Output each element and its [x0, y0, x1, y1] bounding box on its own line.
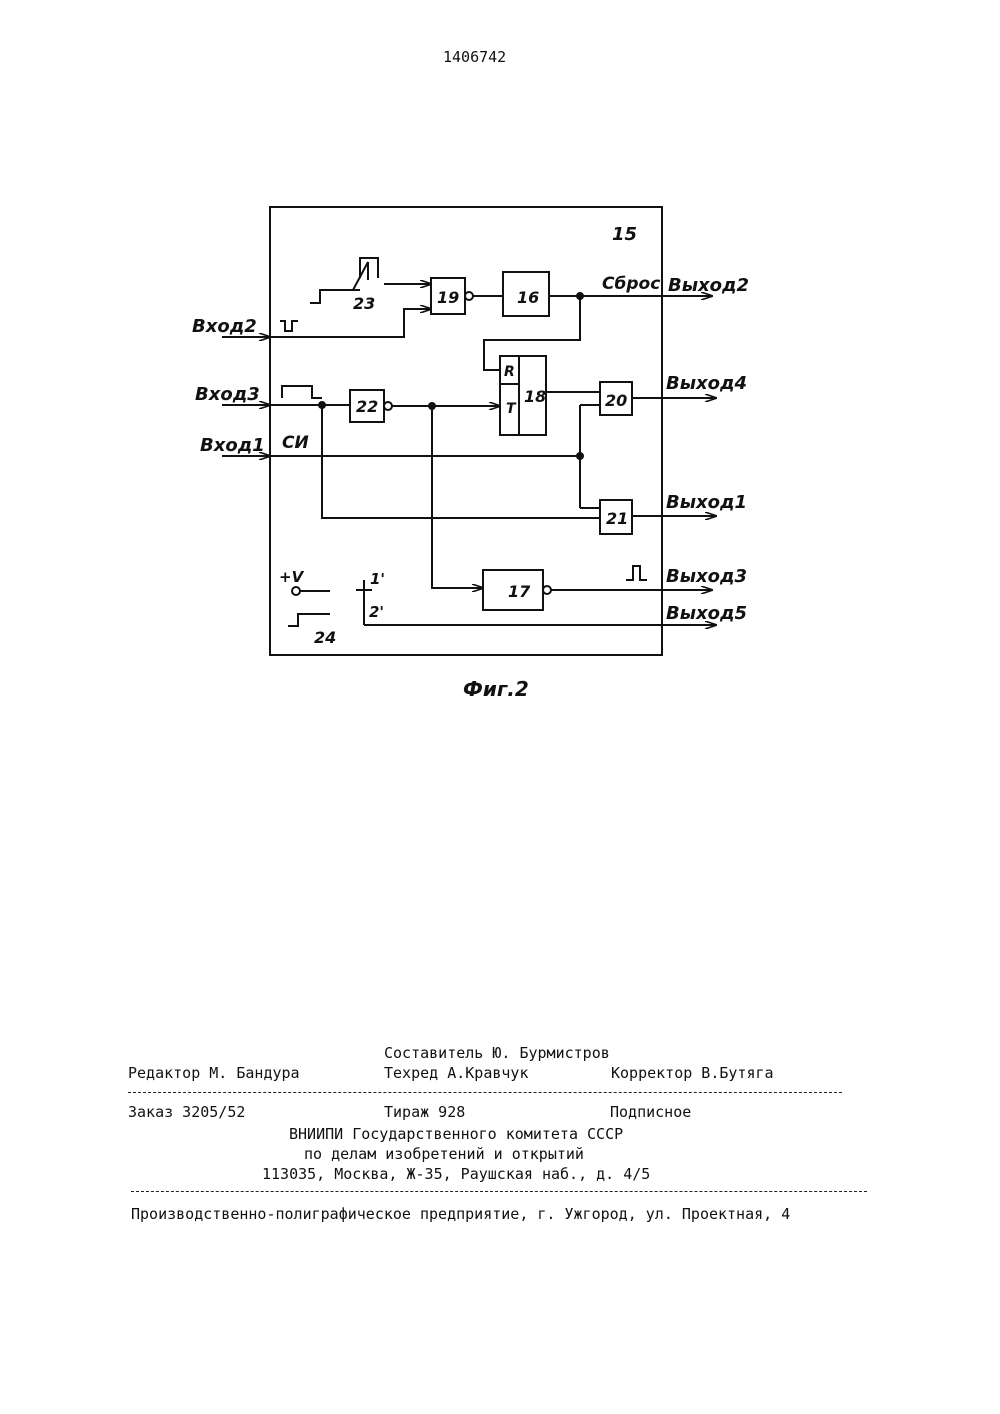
- inverter-17: [543, 586, 551, 594]
- editor-line: Редактор М. Бандура: [128, 1064, 300, 1082]
- output-3-label: Выход3: [666, 566, 747, 587]
- figure-caption: Фиг.2: [463, 677, 529, 701]
- input-2-label: Вход2: [192, 316, 257, 337]
- techred-line: Техред А.Кравчук: [384, 1064, 529, 1082]
- inverter-19: [465, 292, 473, 300]
- divider-bottom: [131, 1191, 867, 1192]
- output-5-label: Выход5: [666, 603, 747, 624]
- printer-line: Производственно-полиграфическое предприя…: [131, 1205, 790, 1223]
- block-21-label: 21: [606, 509, 628, 528]
- address-line: 113035, Москва, Ж-35, Раушская наб., д. …: [262, 1165, 650, 1183]
- trigger-t-label: T: [506, 401, 517, 417]
- output-2-label: Выход2: [668, 275, 749, 296]
- org-line-1: ВНИИПИ Государственного комитета СССР: [289, 1125, 623, 1143]
- corrector-line: Корректор В.Бутяга: [611, 1064, 774, 1082]
- order-line: Заказ 3205/52: [128, 1103, 245, 1121]
- subscription-line: Подписное: [610, 1103, 691, 1121]
- compiler-line: Составитель Ю. Бурмистров: [384, 1044, 610, 1062]
- ci-label: СИ: [282, 433, 309, 453]
- plus-v-label: +V: [279, 568, 305, 586]
- input-3-label: Вход3: [195, 384, 260, 405]
- block-18-label: 18: [524, 387, 546, 406]
- org-line-2: по делам изобретений и открытий: [304, 1145, 584, 1163]
- block-17-label: 17: [508, 582, 531, 601]
- block-16-label: 16: [517, 288, 539, 307]
- inverter-22: [384, 402, 392, 410]
- output-4-label: Выход4: [666, 373, 747, 394]
- block-22-label: 22: [356, 397, 378, 416]
- circulation-line: Тираж 928: [384, 1103, 465, 1121]
- block-15-label: 15: [612, 224, 637, 245]
- switch-24-label: 24: [314, 628, 336, 647]
- divider-top: [128, 1092, 842, 1093]
- switch-pos1-label: 1': [370, 570, 385, 588]
- switch-23-label: 23: [353, 294, 375, 313]
- circuit-diagram: 15 Вход2 Вход3 Вход1 Выход2 Выход4 Выход…: [0, 0, 1000, 720]
- switch-pos2-label: 2': [369, 603, 384, 621]
- reset-label: Сброс: [602, 274, 660, 294]
- output-1-label: Выход1: [666, 492, 747, 513]
- block-19-label: 19: [437, 288, 459, 307]
- block-20-label: 20: [605, 391, 627, 410]
- input-1-label: Вход1: [200, 435, 265, 456]
- trigger-r-label: R: [504, 364, 515, 380]
